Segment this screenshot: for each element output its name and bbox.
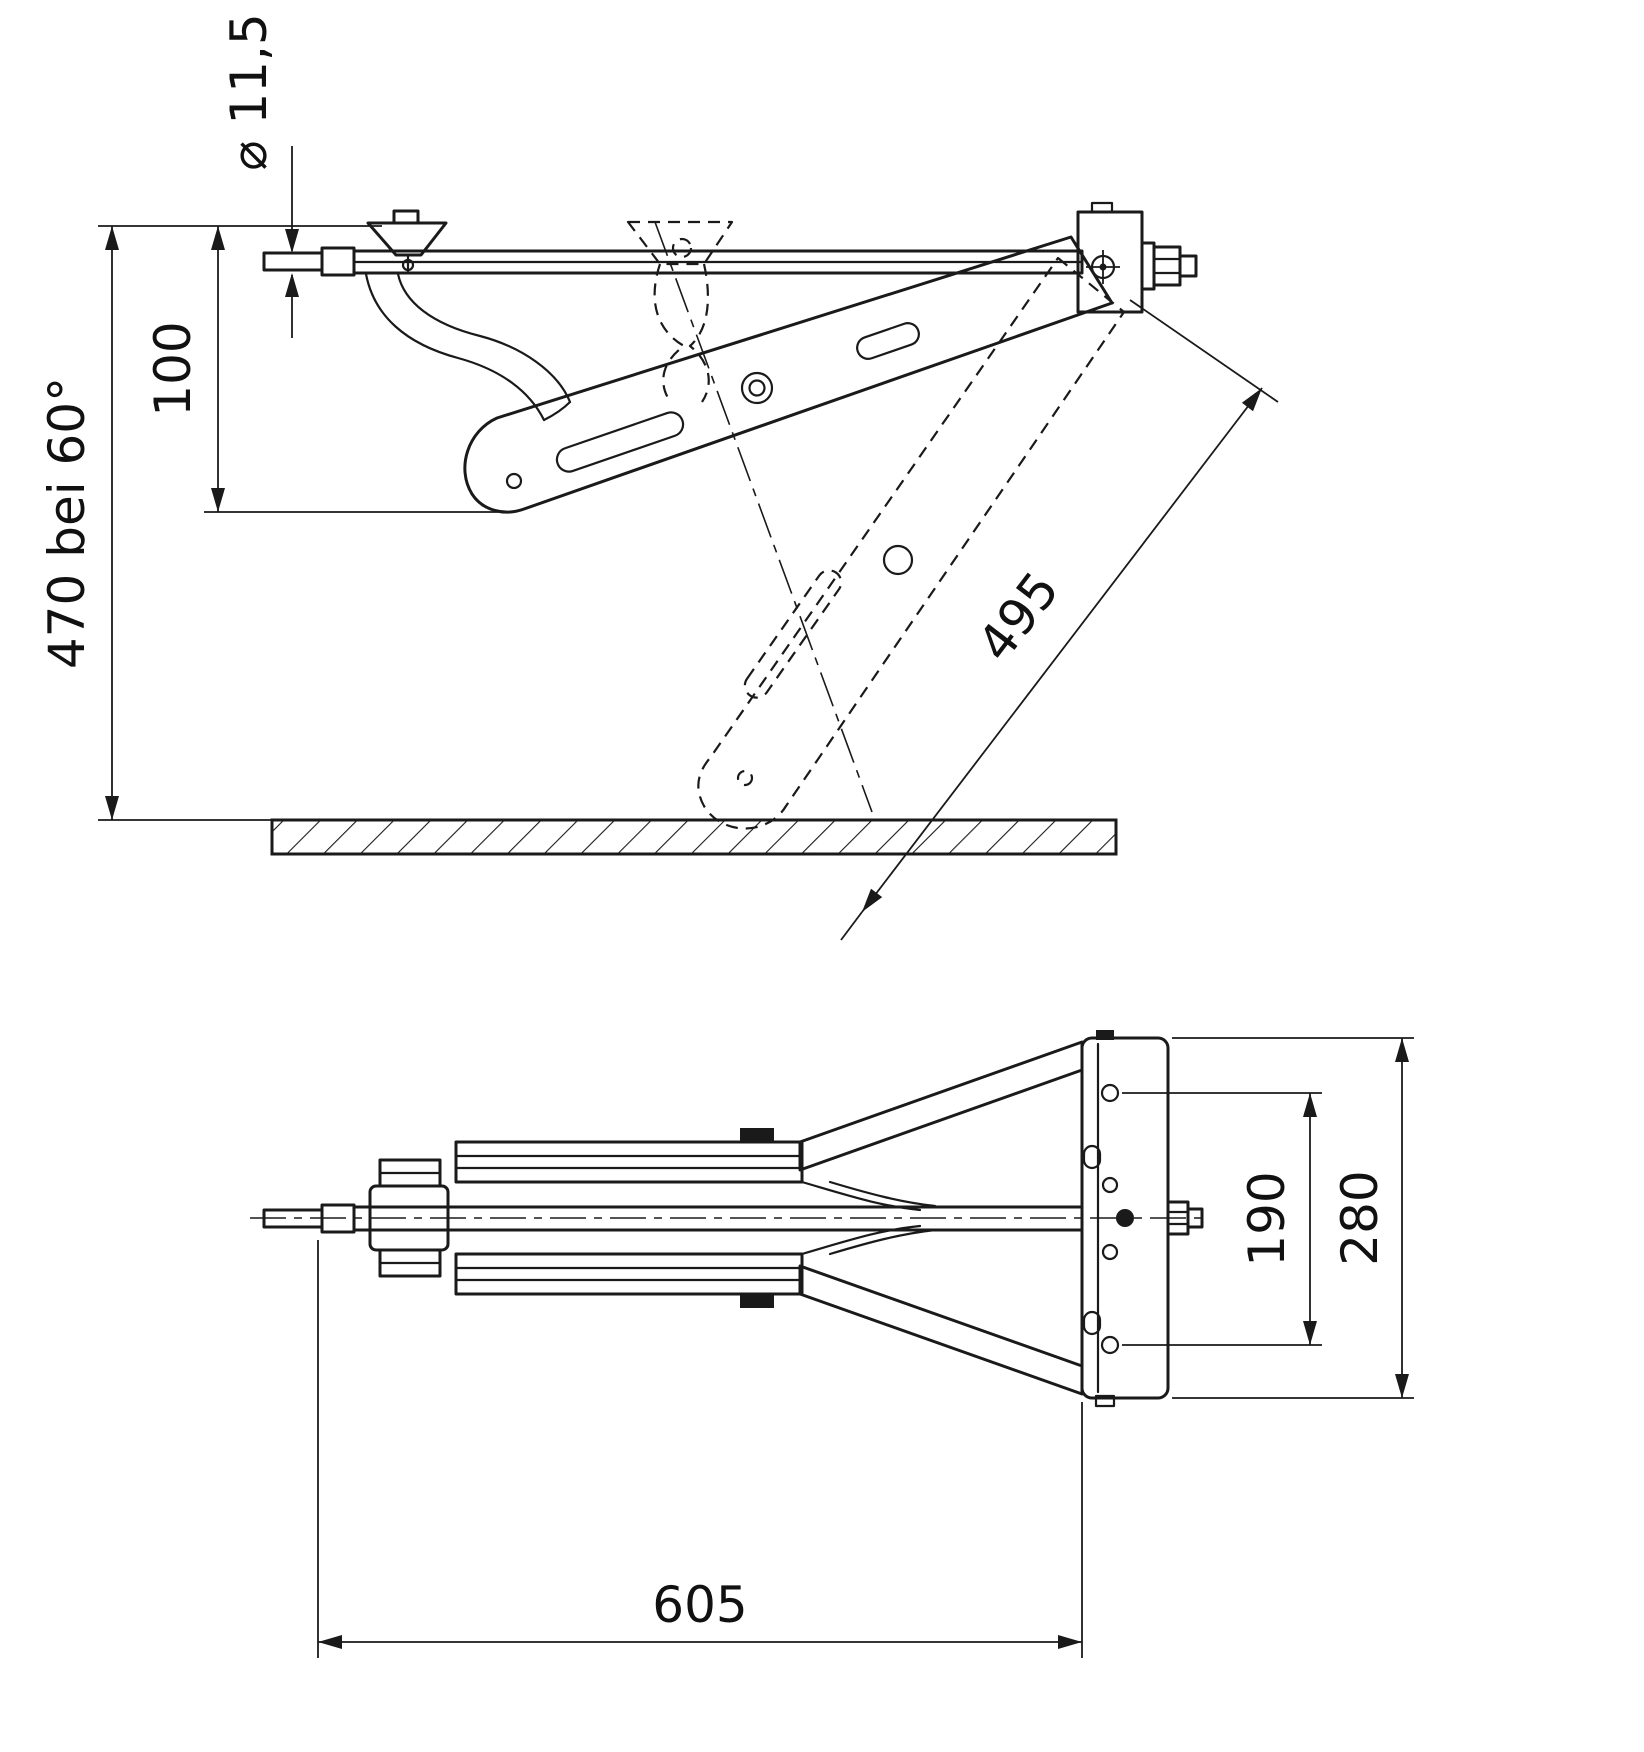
spindle xyxy=(262,246,1084,277)
phantom-handle-folded xyxy=(626,220,734,403)
plate-hole-top xyxy=(1100,1083,1120,1103)
dim-190: 190 xyxy=(1122,1092,1322,1346)
ground-hatch xyxy=(270,818,1118,856)
pivot-housing xyxy=(1076,201,1144,314)
dim-605: 605 xyxy=(317,1240,1083,1658)
dim-100: 100 xyxy=(144,226,505,513)
arrow-left xyxy=(318,1635,342,1649)
dim-label-280: 280 xyxy=(1331,1170,1389,1265)
dim-280: 280 xyxy=(1172,1037,1414,1399)
arrow-down xyxy=(285,229,299,253)
dim-diameter: ⌀ 11,5 xyxy=(220,13,299,338)
plan-bracket xyxy=(368,1158,450,1278)
arrow-up xyxy=(105,226,119,250)
arrow-down xyxy=(211,488,225,512)
plan-view xyxy=(250,1030,1210,1408)
arrow-down xyxy=(1395,1374,1409,1398)
mounting-bracket xyxy=(366,209,448,275)
plate-slot-top xyxy=(1082,1144,1102,1170)
dim-label-190: 190 xyxy=(1238,1171,1296,1266)
bolt-head-bottom xyxy=(740,1294,774,1308)
arrow-up xyxy=(1303,1093,1317,1117)
plan-arm-plates xyxy=(454,1128,937,1308)
dim-label-diameter: ⌀ 11,5 xyxy=(220,13,278,170)
dim-label-470: 470 bei 60° xyxy=(38,377,96,669)
dim-470: 470 bei 60° xyxy=(38,225,382,821)
plate-tab-top xyxy=(1096,1030,1114,1040)
dim-label-495: 495 xyxy=(966,561,1070,672)
arrow-up xyxy=(285,273,299,297)
bolt-head-top xyxy=(740,1128,774,1142)
arrow-right xyxy=(1058,1635,1082,1649)
plan-spindle xyxy=(250,1203,1210,1234)
drive-nut xyxy=(1140,241,1198,291)
upper-arm xyxy=(463,235,1114,514)
arrow-lower xyxy=(862,888,883,912)
plate-hole-bottom xyxy=(1100,1335,1120,1355)
side-view xyxy=(262,201,1198,856)
arrow-up xyxy=(211,226,225,250)
plate-slot-bottom xyxy=(1082,1310,1102,1336)
center-bolt xyxy=(1116,1209,1134,1227)
plan-base-plate xyxy=(1080,1030,1204,1408)
arrow-up xyxy=(1395,1038,1409,1062)
dim-label-605: 605 xyxy=(652,1576,747,1634)
crank-handle xyxy=(364,272,572,422)
arrow-down xyxy=(105,796,119,820)
arrow-upper xyxy=(1241,388,1262,412)
dim-label-100: 100 xyxy=(144,321,202,416)
arrow-down xyxy=(1303,1321,1317,1345)
lower-arm-phantom xyxy=(654,221,1126,830)
